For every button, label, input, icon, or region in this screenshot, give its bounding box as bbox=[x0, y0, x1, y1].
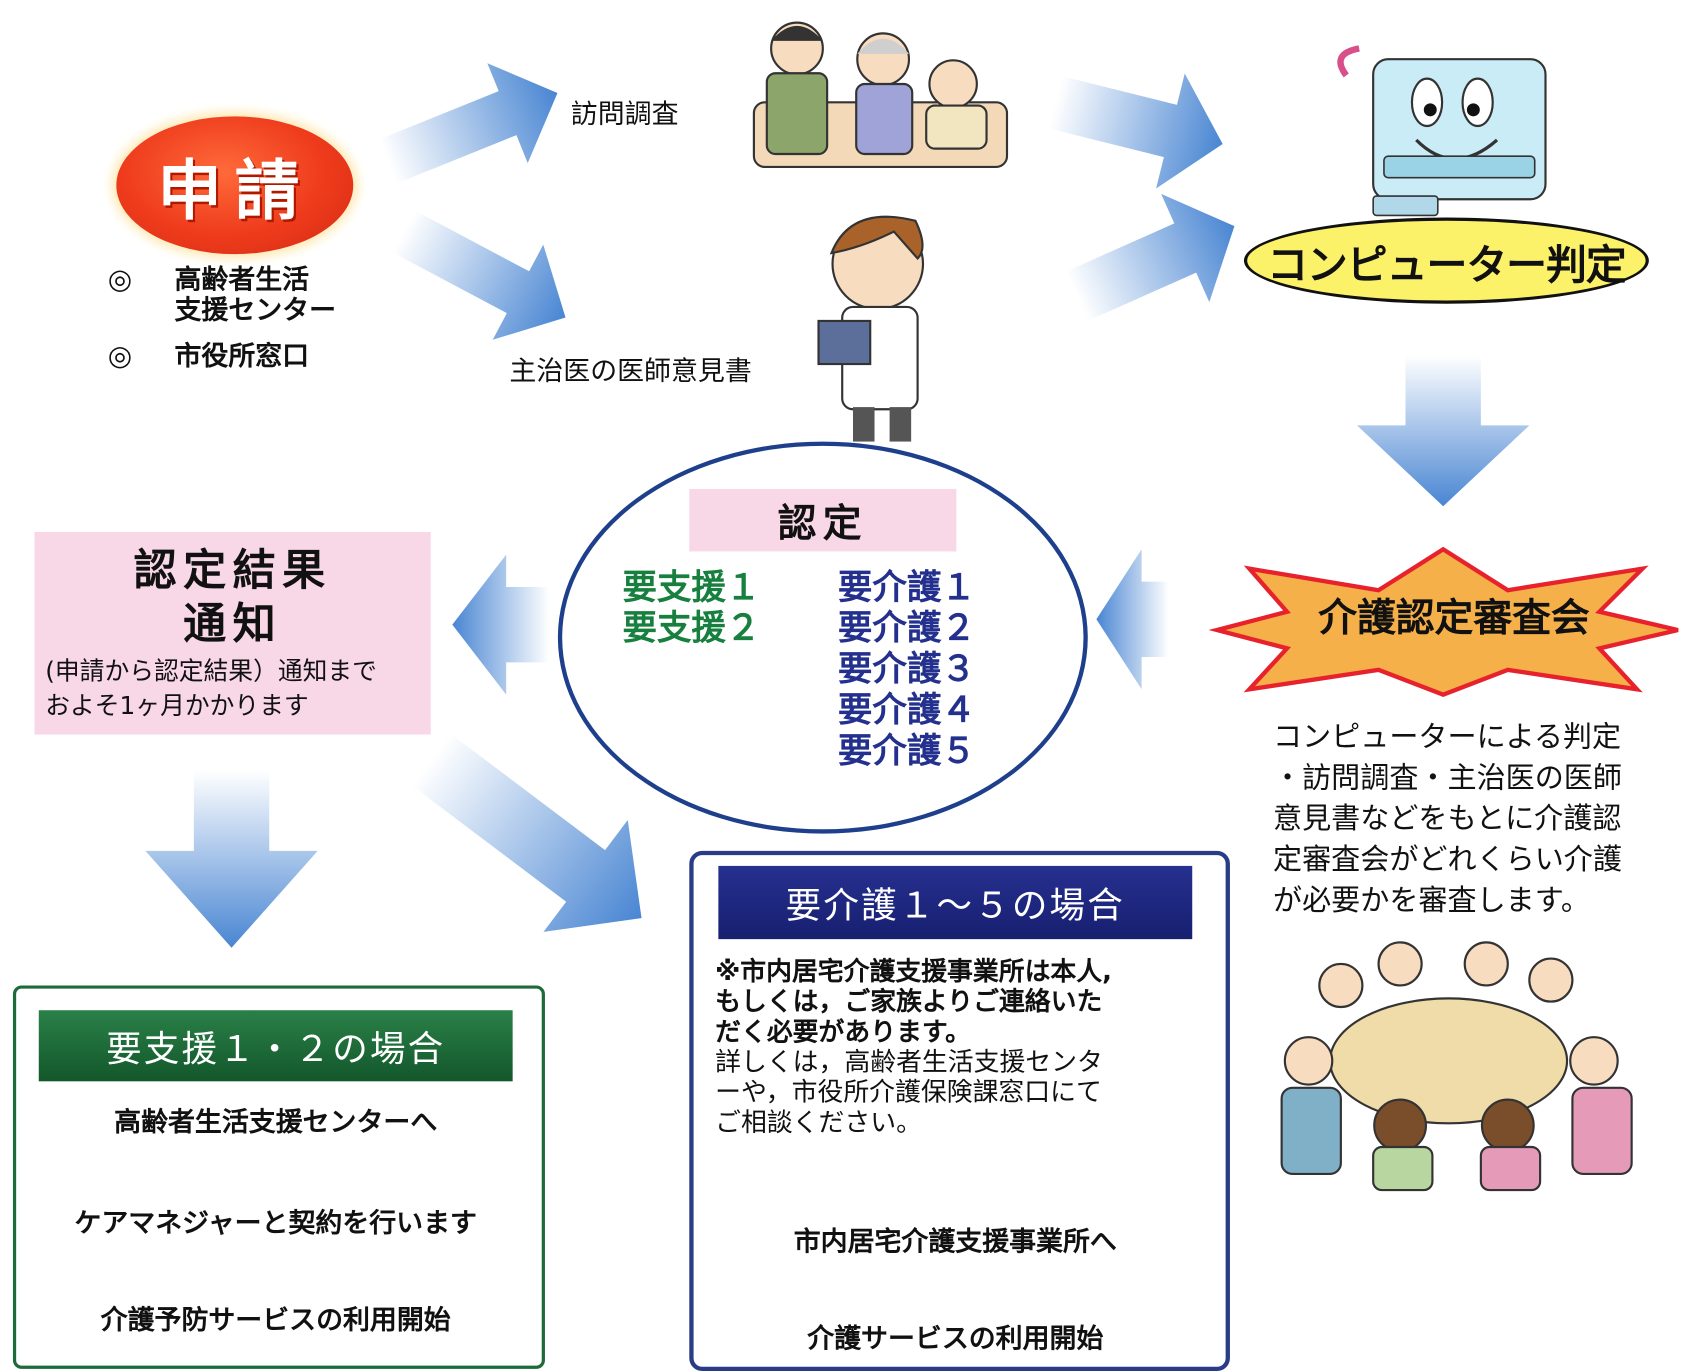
care-detail-line: 詳しくは，高齢者生活支援センタ bbox=[715, 1046, 1103, 1077]
care-council-label: 介護認定審査会 bbox=[1318, 596, 1590, 641]
result-note-line1: (申請から認定結果）通知まで bbox=[45, 658, 377, 687]
computer-judgment-label: コンピューター判定 bbox=[1243, 217, 1649, 304]
apply-oval: 申請 bbox=[116, 116, 354, 255]
apply-place-1-line2: 支援センター bbox=[174, 294, 337, 326]
result-notice-title: 認定結果 通知 bbox=[34, 544, 430, 652]
care-step-1: 市内居宅介護支援事業所へ bbox=[793, 1225, 1117, 1257]
council-desc-line: 定審査会がどれくらい介護 bbox=[1273, 843, 1622, 877]
computer-illustration bbox=[1337, 45, 1547, 217]
care-case-heading: 要介護１～５の場合 bbox=[718, 865, 1193, 940]
care-level-1: 要介護１ bbox=[837, 566, 976, 608]
care-level-2: 要介護２ bbox=[837, 607, 976, 649]
apply-place-1-line1: 高齢者生活 bbox=[174, 263, 310, 296]
arrow-apply-to-survey bbox=[378, 63, 558, 184]
arrow-council-to-cert bbox=[1096, 549, 1169, 690]
care-detail-line: ご相談ください。 bbox=[715, 1107, 922, 1138]
care-levels: 要介護１ 要介護２ 要介護３ 要介護４ 要介護５ bbox=[838, 567, 976, 772]
arrow-cert-to-result bbox=[452, 554, 550, 695]
result-title-line2: 通知 bbox=[183, 599, 283, 650]
support-step-2: ケアマネジャーと契約を行います bbox=[74, 1207, 477, 1239]
care-detail-line: ーや，市役所介護保険課窓口にて bbox=[715, 1077, 1102, 1108]
arrow-doctor-to-computer bbox=[1066, 193, 1235, 321]
support-step-1: 高齢者生活支援センターへ bbox=[114, 1106, 438, 1138]
arrow-result-to-support bbox=[145, 770, 318, 948]
council-desc-line: コンピューターによる判定 bbox=[1273, 720, 1622, 754]
certification-title: 認定 bbox=[689, 488, 957, 552]
care-note-line: ※市内居宅介護支援事業所は本人, bbox=[715, 956, 1112, 987]
result-notice-box bbox=[34, 532, 431, 735]
care-level-3: 要介護３ bbox=[837, 648, 976, 690]
council-description: コンピューターによる判定 ・訪問調査・主治医の医師 意見書などをもとに介護認 定… bbox=[1273, 717, 1650, 922]
council-desc-line: 意見書などをもとに介護認 bbox=[1273, 802, 1622, 836]
council-desc-line: ・訪問調査・主治医の医師 bbox=[1273, 761, 1622, 795]
arrow-computer-to-council bbox=[1357, 355, 1530, 507]
survey-label: 訪問調査 bbox=[570, 98, 679, 130]
arrow-result-to-care bbox=[411, 733, 642, 932]
arrow-survey-to-computer bbox=[1048, 73, 1223, 189]
care-note-line: だく必要があります。 bbox=[715, 1016, 972, 1047]
arrow-apply-to-doctor bbox=[392, 210, 566, 340]
council-star-shape bbox=[1208, 546, 1679, 697]
support-step-3: 介護予防サービスの利用開始 bbox=[100, 1304, 451, 1336]
result-title-line1: 認定結果 bbox=[133, 546, 332, 596]
support-case-heading: 要支援１・２の場合 bbox=[38, 1010, 513, 1082]
care-level-5: 要介護５ bbox=[837, 730, 976, 772]
support-levels: 要支援１ 要支援２ bbox=[623, 567, 761, 649]
home-visit-illustration bbox=[752, 21, 1009, 169]
apply-label: 申請 bbox=[157, 153, 313, 229]
result-notice-note: (申請から認定結果）通知まで およそ1ヶ月かかります bbox=[45, 655, 433, 724]
support-level-1: 要支援１ bbox=[622, 566, 761, 608]
doctor-label: 主治医の医師意見書 bbox=[509, 355, 752, 387]
apply-place-1: ◎ 高齢者生活 bbox=[107, 263, 310, 297]
meeting-illustration bbox=[1280, 941, 1633, 1192]
council-desc-line: が必要かを審査します。 bbox=[1273, 884, 1590, 918]
care-step-2: 介護サービスの利用開始 bbox=[807, 1322, 1104, 1354]
support-level-2: 要支援２ bbox=[622, 607, 761, 649]
care-case-note: ※市内居宅介護支援事業所は本人, もしくは，ご家族よりご連絡いた だく必要があり… bbox=[715, 956, 1200, 1137]
care-note-line: もしくは，ご家族よりご連絡いた bbox=[715, 986, 1103, 1017]
doctor-illustration bbox=[817, 215, 925, 442]
care-level-4: 要介護４ bbox=[837, 689, 976, 731]
double-circle-mark: ◎ bbox=[107, 340, 133, 373]
result-note-line2: およそ1ヶ月かかります bbox=[45, 692, 309, 721]
apply-place-2: ◎ 市役所窓口 bbox=[107, 340, 310, 373]
apply-place-2-line1: 市役所窓口 bbox=[174, 340, 310, 372]
double-circle-mark: ◎ bbox=[107, 263, 133, 297]
